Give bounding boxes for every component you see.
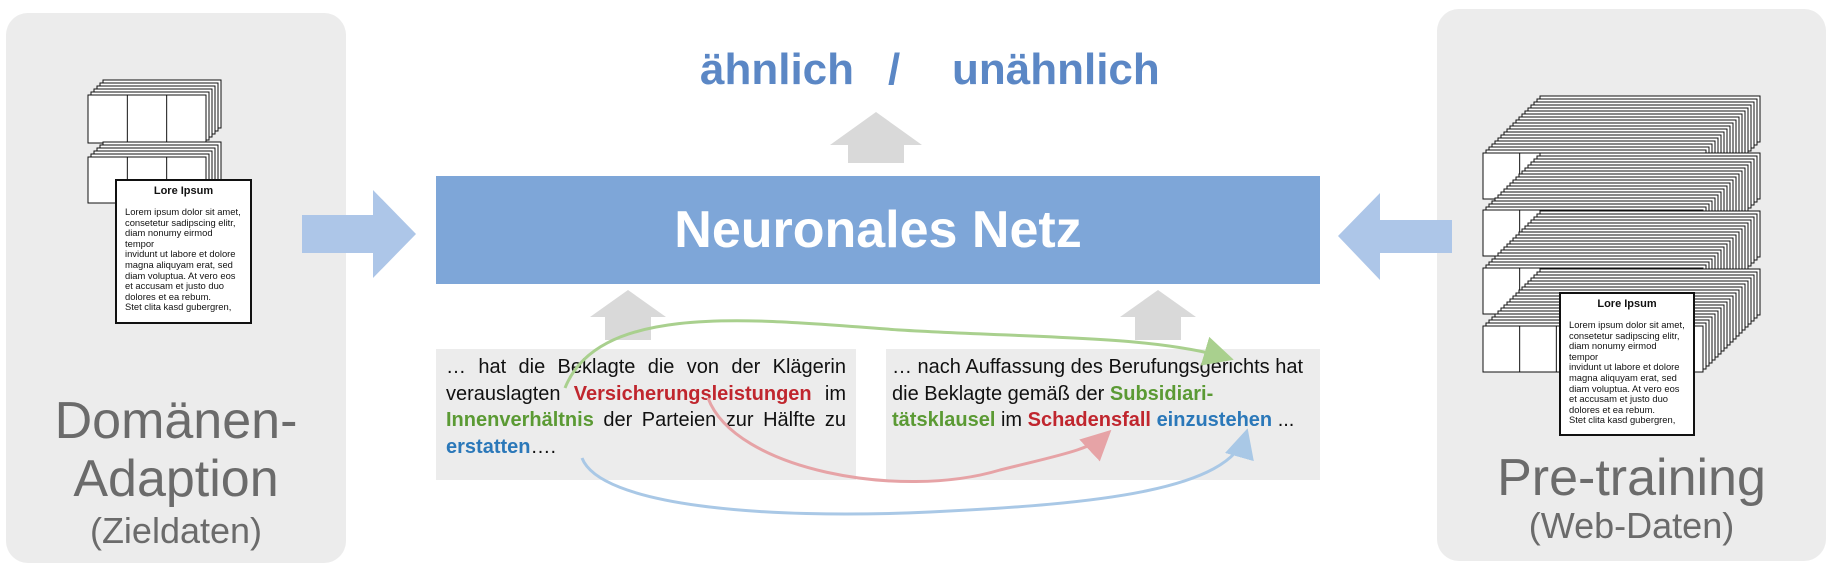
term-einzustehen: einzustehen [1156,409,1273,431]
arrow-left-text-to-network [590,290,666,340]
left-panel-title-line1: Domänen- [54,392,298,450]
sentence-box-right: … nach Auffassung des Berufungsgerichts … [886,349,1320,480]
right-panel-subtitle: (Web-Daten) [1528,505,1735,546]
right-document-card: Lore Ipsum Lorem ipsum dolor sit amet, c… [1559,292,1695,436]
document-title: Lore Ipsum [153,185,214,197]
sentence-box-left: … hat die Beklagte die von der Klägerin … [436,349,856,480]
document-title: Lore Ipsum [1597,298,1657,310]
document-body: Lorem ipsum dolor sit amet, consetetur s… [125,206,241,313]
arrow-left-to-network [302,190,416,278]
term-schadensfall: Schadensfall [1027,409,1151,431]
term-versicherungsleistungen: Versicherungsleistungen [573,382,812,405]
arrow-right-text-to-network [1120,290,1196,340]
output-dissimilar: unähnlich [952,45,1160,94]
neural-network-box: Neuronales Netz [436,176,1320,284]
output-similar: ähnlich [700,45,855,94]
term-erstatten: erstatten [446,435,531,458]
output-separator: / [888,45,901,94]
left-panel-title: Domänen- Adaption [6,395,346,505]
left-document-card: Lore Ipsum Lorem ipsum dolor sit amet, c… [115,179,252,324]
arrow-network-to-output [830,112,922,163]
document-body: Lorem ipsum dolor sit amet, consetetur s… [1569,319,1685,426]
neural-network-label: Neuronales Netz [674,201,1082,259]
arrow-right-to-network [1338,193,1452,280]
left-panel-title-line2: Adaption [73,450,279,508]
left-panel-subtitle: (Zieldaten) [89,510,263,551]
right-panel-title: Pre-training [1497,449,1766,507]
term-innenverhaeltnis: Innenverhältnis [446,409,594,431]
